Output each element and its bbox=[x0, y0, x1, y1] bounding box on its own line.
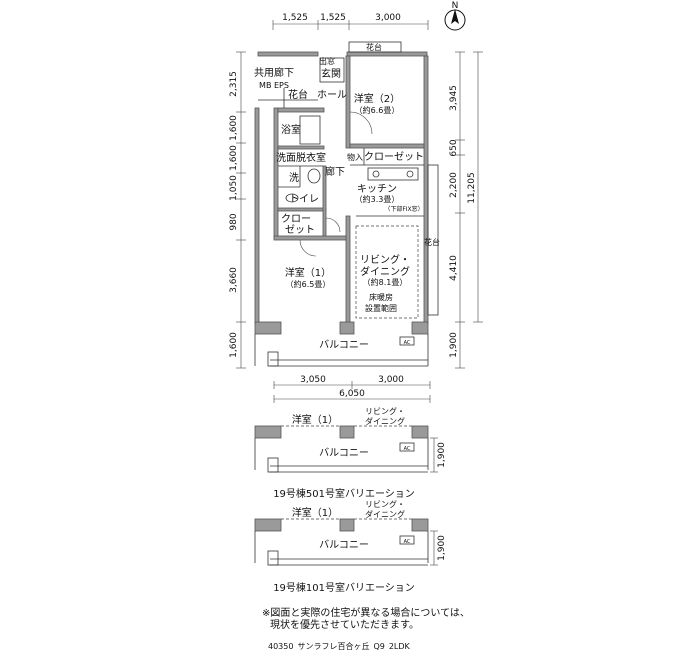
living-label-1: リビング・ bbox=[360, 253, 410, 266]
yoshitsu2-size: （約6.6畳） bbox=[355, 105, 400, 115]
monoire-label: 物入 bbox=[347, 152, 363, 162]
var2-dim: 1,900 bbox=[437, 535, 447, 561]
note-line-2: 現状を優先させていただきます。 bbox=[270, 618, 419, 631]
top-dim-3: 3,000 bbox=[375, 13, 401, 23]
yokushitsu-label: 浴室 bbox=[281, 123, 301, 136]
top-dimension: 1,525 1,525 3,000 bbox=[272, 13, 429, 30]
var2-ac: AC bbox=[404, 539, 411, 545]
right-dim-total: 11,205 bbox=[467, 172, 477, 204]
closet-top-label: クローゼット bbox=[364, 151, 424, 163]
plan-code: 40350_サンラフレ百合ヶ丘_Q9_2LDK bbox=[268, 641, 411, 650]
left-dim-2: 1,600 bbox=[229, 115, 239, 141]
senmen-label: 洗面脱衣室 bbox=[276, 151, 326, 164]
yoshitsu1-label: 洋室（1） bbox=[285, 266, 331, 279]
kadan-entry-label: 花台 bbox=[288, 88, 308, 101]
right-dim-3: 2,200 bbox=[449, 172, 459, 198]
var2-caption: 19号棟101号室バリエーション bbox=[273, 581, 415, 594]
left-dim-4: 1,050 bbox=[229, 175, 239, 201]
var1-ac: AC bbox=[404, 446, 411, 452]
yoshitsu1-size: （約6.5畳） bbox=[286, 279, 331, 289]
left-dim-5: 980 bbox=[229, 213, 239, 230]
bottom-dimension: 3,050 3,000 6,050 bbox=[273, 375, 431, 403]
right-dim-5: 1,900 bbox=[449, 332, 459, 358]
left-dimension: 2,315 1,600 1,600 1,050 980 3,660 1,600 bbox=[229, 51, 246, 369]
var1-room-right-1: リビング・ bbox=[365, 406, 405, 416]
kadan-top-label: 花台 bbox=[366, 42, 382, 52]
kabu-fix-label: （下部FIX窓） bbox=[384, 205, 423, 213]
balcony-label: バルコニー bbox=[319, 339, 369, 351]
walls bbox=[254, 41, 439, 335]
var2-room-right-1: リビング・ bbox=[365, 499, 405, 509]
ac-label: AC bbox=[404, 340, 411, 346]
variation-101: 洋室（1） リビング・ ダイニング バルコニー AC 1,900 19号棟101… bbox=[254, 499, 447, 594]
floor-heat-label-2: 設置範囲 bbox=[365, 303, 397, 313]
right-dim-4: 4,410 bbox=[449, 255, 459, 281]
right-dimension: 3,945 650 2,200 4,410 1,900 11,205 bbox=[449, 51, 483, 369]
bottom-total: 6,050 bbox=[339, 389, 365, 399]
shutsumado-label: 出窓 bbox=[319, 56, 335, 66]
closet-bottom-label-2: ゼット bbox=[285, 224, 315, 236]
hall-label: ホール bbox=[317, 89, 347, 101]
bottom-dim-1: 3,050 bbox=[300, 375, 326, 385]
var1-dim: 1,900 bbox=[437, 442, 447, 468]
left-dim-1: 2,315 bbox=[229, 71, 239, 97]
closet-bottom-label-1: クロー bbox=[281, 213, 311, 225]
kitchen-label: キッチン bbox=[357, 183, 397, 195]
var2-balcony: バルコニー bbox=[319, 539, 369, 551]
yoshitsu2-label: 洋室（2） bbox=[354, 92, 400, 105]
sen-label: 洗 bbox=[289, 172, 299, 184]
var1-room-left: 洋室（1） bbox=[292, 413, 338, 426]
partitions bbox=[258, 88, 424, 319]
left-dim-6: 3,660 bbox=[229, 267, 239, 293]
left-dim-7: 1,600 bbox=[229, 332, 239, 358]
kadan-right-label: 花台 bbox=[424, 237, 440, 247]
genkan-label: 玄関 bbox=[321, 67, 341, 80]
right-dim-2: 650 bbox=[449, 139, 459, 156]
var1-balcony: バルコニー bbox=[319, 447, 369, 459]
kitchen-size: （約3.3畳） bbox=[355, 194, 400, 204]
bottom-dim-2: 3,000 bbox=[378, 375, 404, 385]
variation-501: 洋室（1） リビング・ ダイニング バルコニー AC 1,900 19号棟501… bbox=[254, 406, 447, 500]
ac-unit bbox=[399, 336, 415, 346]
var2-room-left: 洋室（1） bbox=[292, 506, 338, 519]
north-label: N bbox=[452, 1, 459, 11]
toilet-label: トイレ bbox=[289, 194, 319, 205]
var2-room-right-2: ダイニング bbox=[365, 509, 405, 519]
var1-room-right-2: ダイニング bbox=[365, 416, 405, 426]
floor-heat-label-1: 床暖房 bbox=[369, 292, 393, 302]
living-size: （約8.1畳） bbox=[363, 277, 408, 287]
right-dim-1: 3,945 bbox=[449, 85, 459, 111]
left-dim-3: 1,600 bbox=[229, 145, 239, 171]
rouka-label: 廊下 bbox=[325, 165, 345, 178]
var1-caption: 19号棟501号室バリエーション bbox=[273, 487, 415, 500]
balcony bbox=[254, 334, 429, 367]
mb-eps-label: MB EPS bbox=[259, 81, 289, 90]
top-dim-2: 1,525 bbox=[320, 13, 346, 23]
top-dim-1: 1,525 bbox=[282, 13, 308, 23]
note-line-1: ※図面と実際の住宅が異なる場合については、 bbox=[262, 606, 470, 619]
north-arrow: N bbox=[444, 1, 466, 31]
kyoyo-roka-label: 共用廊下 bbox=[254, 66, 294, 79]
room-labels: 花台 出窓 玄関 共用廊下 MB EPS 花台 ホール 洋室（2） （約6.6畳… bbox=[254, 42, 440, 351]
living-label-2: ダイニング bbox=[360, 265, 410, 278]
